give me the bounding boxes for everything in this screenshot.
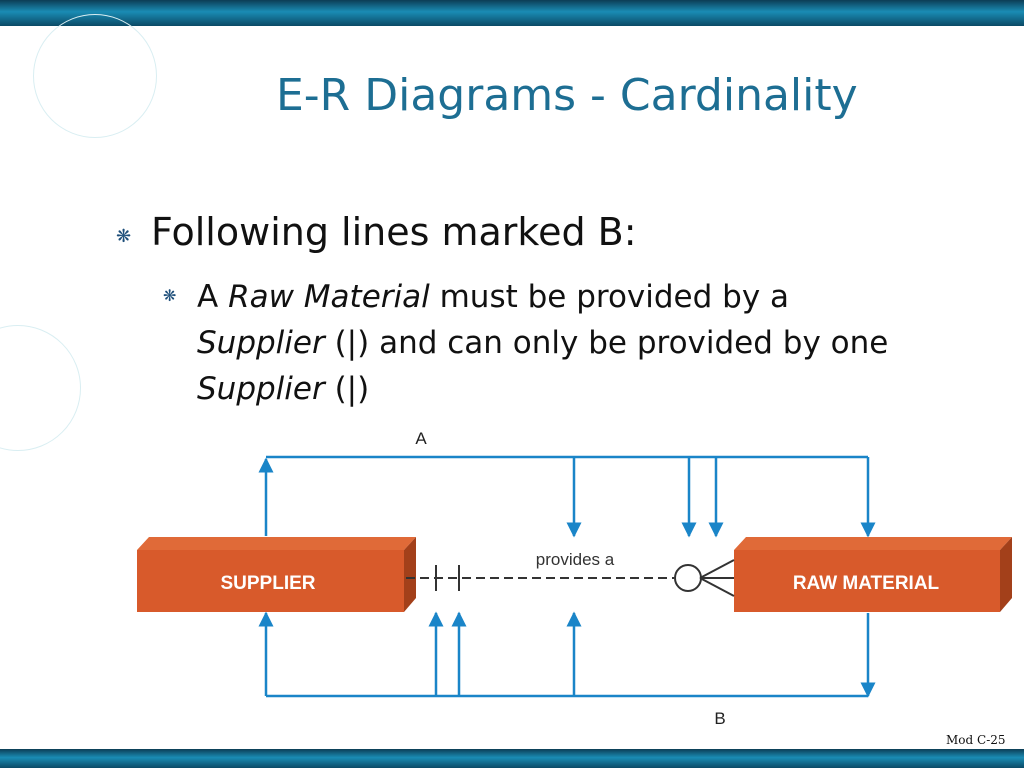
line-group-a [258, 455, 876, 538]
supplier-term: Supplier [197, 325, 325, 361]
supplier-box-side [404, 537, 416, 612]
line-label-a: A [415, 429, 427, 448]
optional-circle [674, 564, 702, 592]
decorative-circle [33, 14, 157, 138]
supplier-term: Supplier [197, 371, 325, 407]
main-bullet-text: Following lines marked B: [151, 210, 637, 254]
bottom-bar [0, 749, 1024, 768]
sub-bullet-part: (|) and can only be provided by one [324, 325, 889, 361]
supplier-box-front [137, 550, 404, 612]
crows-foot [699, 577, 735, 597]
supplier-entity: SUPPLIER [137, 537, 416, 612]
raw-material-box-top [734, 537, 1012, 550]
slide-footer: Mod C-25 [946, 733, 1006, 747]
crows-foot [699, 559, 735, 579]
relationship-line [406, 559, 735, 597]
top-bar [0, 0, 1024, 26]
raw-material-entity: RAW MATERIAL [734, 537, 1012, 612]
sub-bullet-part: must be provided by a [429, 279, 790, 315]
line-label-b: B [714, 709, 725, 728]
raw-material-term: Raw Material [228, 279, 430, 315]
bullet-icon: ❋ [163, 286, 177, 305]
supplier-label: SUPPLIER [220, 573, 315, 594]
sub-bullet-part: (|) [324, 371, 370, 407]
line-group-b [258, 611, 876, 698]
raw-material-label: RAW MATERIAL [793, 573, 940, 594]
slide-title: E-R Diagrams - Cardinality [276, 70, 858, 121]
er-diagram: A B SUPPLIER RAW MATERIAL [137, 429, 1012, 728]
bullet-icon: ❋ [116, 226, 132, 247]
raw-material-box-front [734, 550, 1000, 612]
raw-material-box-side [1000, 537, 1012, 612]
relationship-label: provides a [536, 550, 615, 569]
sub-bullet-text: A Raw Material must be provided by a Sup… [197, 274, 917, 412]
supplier-box-top [137, 537, 416, 550]
sub-bullet-part: A [197, 279, 229, 315]
